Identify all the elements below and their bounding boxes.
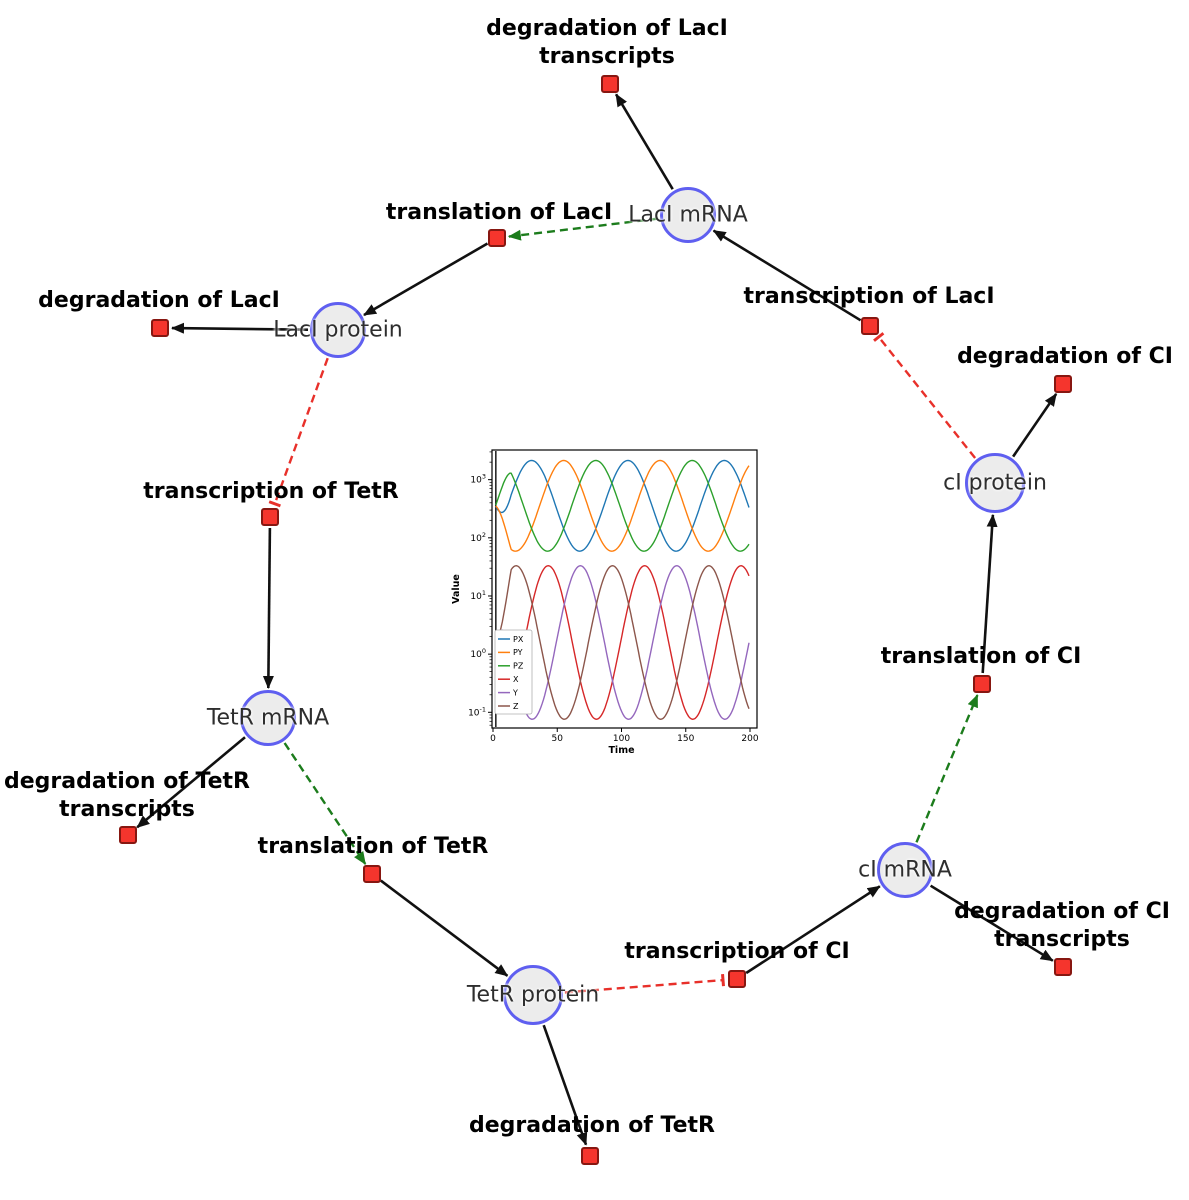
edge-txn-laci-to-laci-mrna [712, 229, 862, 322]
series-line-Z [495, 564, 750, 721]
series-line-Y [495, 564, 750, 721]
legend-label-PZ: PZ [513, 662, 524, 671]
edge-ci-mrna-to-transl-ci [915, 694, 979, 843]
species-node-ci-protein[interactable] [965, 453, 1025, 513]
legend-label-X: X [513, 675, 519, 684]
species-node-tetr-mrna[interactable] [240, 690, 296, 746]
legend-label-Y: Y [512, 688, 518, 697]
reaction-node-txn-ci[interactable] [728, 970, 746, 988]
reaction-label-deg-ci: degradation of CI [957, 344, 1173, 369]
edge-tetr-protein-to-deg-tetr [542, 1024, 588, 1146]
edge-transl-tetr-to-tetr-protein [380, 879, 509, 977]
edge-transl-ci-to-ci-protein [981, 513, 998, 674]
species-node-laci-mrna[interactable] [660, 187, 716, 243]
species-node-laci-protein[interactable] [310, 302, 366, 358]
edge-laci-mrna-to-deg-laci-tx [614, 93, 674, 190]
reaction-label-txn-tetr: transcription of TetR [143, 479, 399, 504]
reaction-node-deg-laci[interactable] [151, 319, 169, 337]
x-tick-label: 150 [677, 734, 694, 744]
species-label-tetr-mrna: TetR mRNA [206, 705, 330, 731]
edge-tetr-mrna-to-transl-tetr [283, 742, 367, 865]
y-axis-label: Value [451, 574, 462, 604]
reaction-node-deg-tetr[interactable] [581, 1147, 599, 1165]
reaction-label-txn-laci: transcription of LacI [743, 284, 995, 309]
x-tick-label: 200 [741, 734, 758, 744]
reaction-node-txn-laci[interactable] [861, 317, 879, 335]
edge-txn-tetr-to-tetr-mrna [262, 527, 274, 689]
species-node-ci-mrna[interactable] [877, 842, 933, 898]
series-line-PY [495, 459, 750, 552]
edge-laci-protein-to-deg-laci [171, 322, 309, 334]
edge-txn-ci-to-ci-mrna [745, 885, 881, 975]
species-label-laci-mrna: LacI mRNA [628, 202, 748, 228]
legend-label-PY: PY [513, 648, 523, 657]
reaction-label-txn-ci: transcription of CI [624, 939, 850, 964]
reaction-label-transl-laci: translation of LacI [385, 200, 613, 225]
reaction-node-transl-laci[interactable] [488, 229, 506, 247]
reaction-node-deg-laci-tx[interactable] [601, 75, 619, 93]
edge-tetr-mrna-to-deg-tetr-tx [136, 736, 246, 829]
reaction-label-transl-tetr: translation of TetR [257, 834, 489, 859]
reaction-node-transl-ci[interactable] [973, 675, 991, 693]
x-tick-label: 100 [613, 734, 630, 744]
legend-label-PX: PX [513, 635, 524, 644]
reaction-label-deg-tetr: degradation of TetR [468, 1113, 716, 1138]
series-line-PZ [495, 459, 750, 552]
series-line-X [495, 564, 750, 721]
species-label-ci-mrna: cI mRNA [858, 857, 952, 883]
reaction-node-txn-tetr[interactable] [261, 508, 279, 526]
reaction-label-deg-laci: degradation of LacI [38, 288, 280, 313]
x-tick-label: 0 [490, 734, 496, 744]
reaction-node-deg-tetr-tx[interactable] [119, 826, 137, 844]
reaction-node-deg-ci-tx[interactable] [1054, 958, 1072, 976]
reaction-node-transl-tetr[interactable] [363, 865, 381, 883]
reaction-node-deg-ci[interactable] [1054, 375, 1072, 393]
species-label-laci-protein: LacI protein [273, 317, 403, 343]
edge-tetr-protein-to-txn-ci [564, 974, 725, 994]
legend-label-Z: Z [513, 702, 519, 711]
species-label-tetr-protein: TetR protein [466, 982, 600, 1008]
edge-ci-protein-to-deg-ci [1012, 393, 1058, 458]
edge-transl-laci-to-laci-protein [363, 242, 489, 317]
x-axis-label: Time [608, 745, 634, 756]
series-line-PX [495, 459, 750, 552]
x-tick-label: 50 [552, 734, 564, 744]
species-node-tetr-protein[interactable] [503, 965, 563, 1025]
edge-ci-mrna-to-deg-ci-tx [929, 884, 1054, 962]
species-label-ci-protein: cI protein [943, 470, 1047, 496]
reaction-label-transl-ci: translation of CI [880, 644, 1082, 669]
